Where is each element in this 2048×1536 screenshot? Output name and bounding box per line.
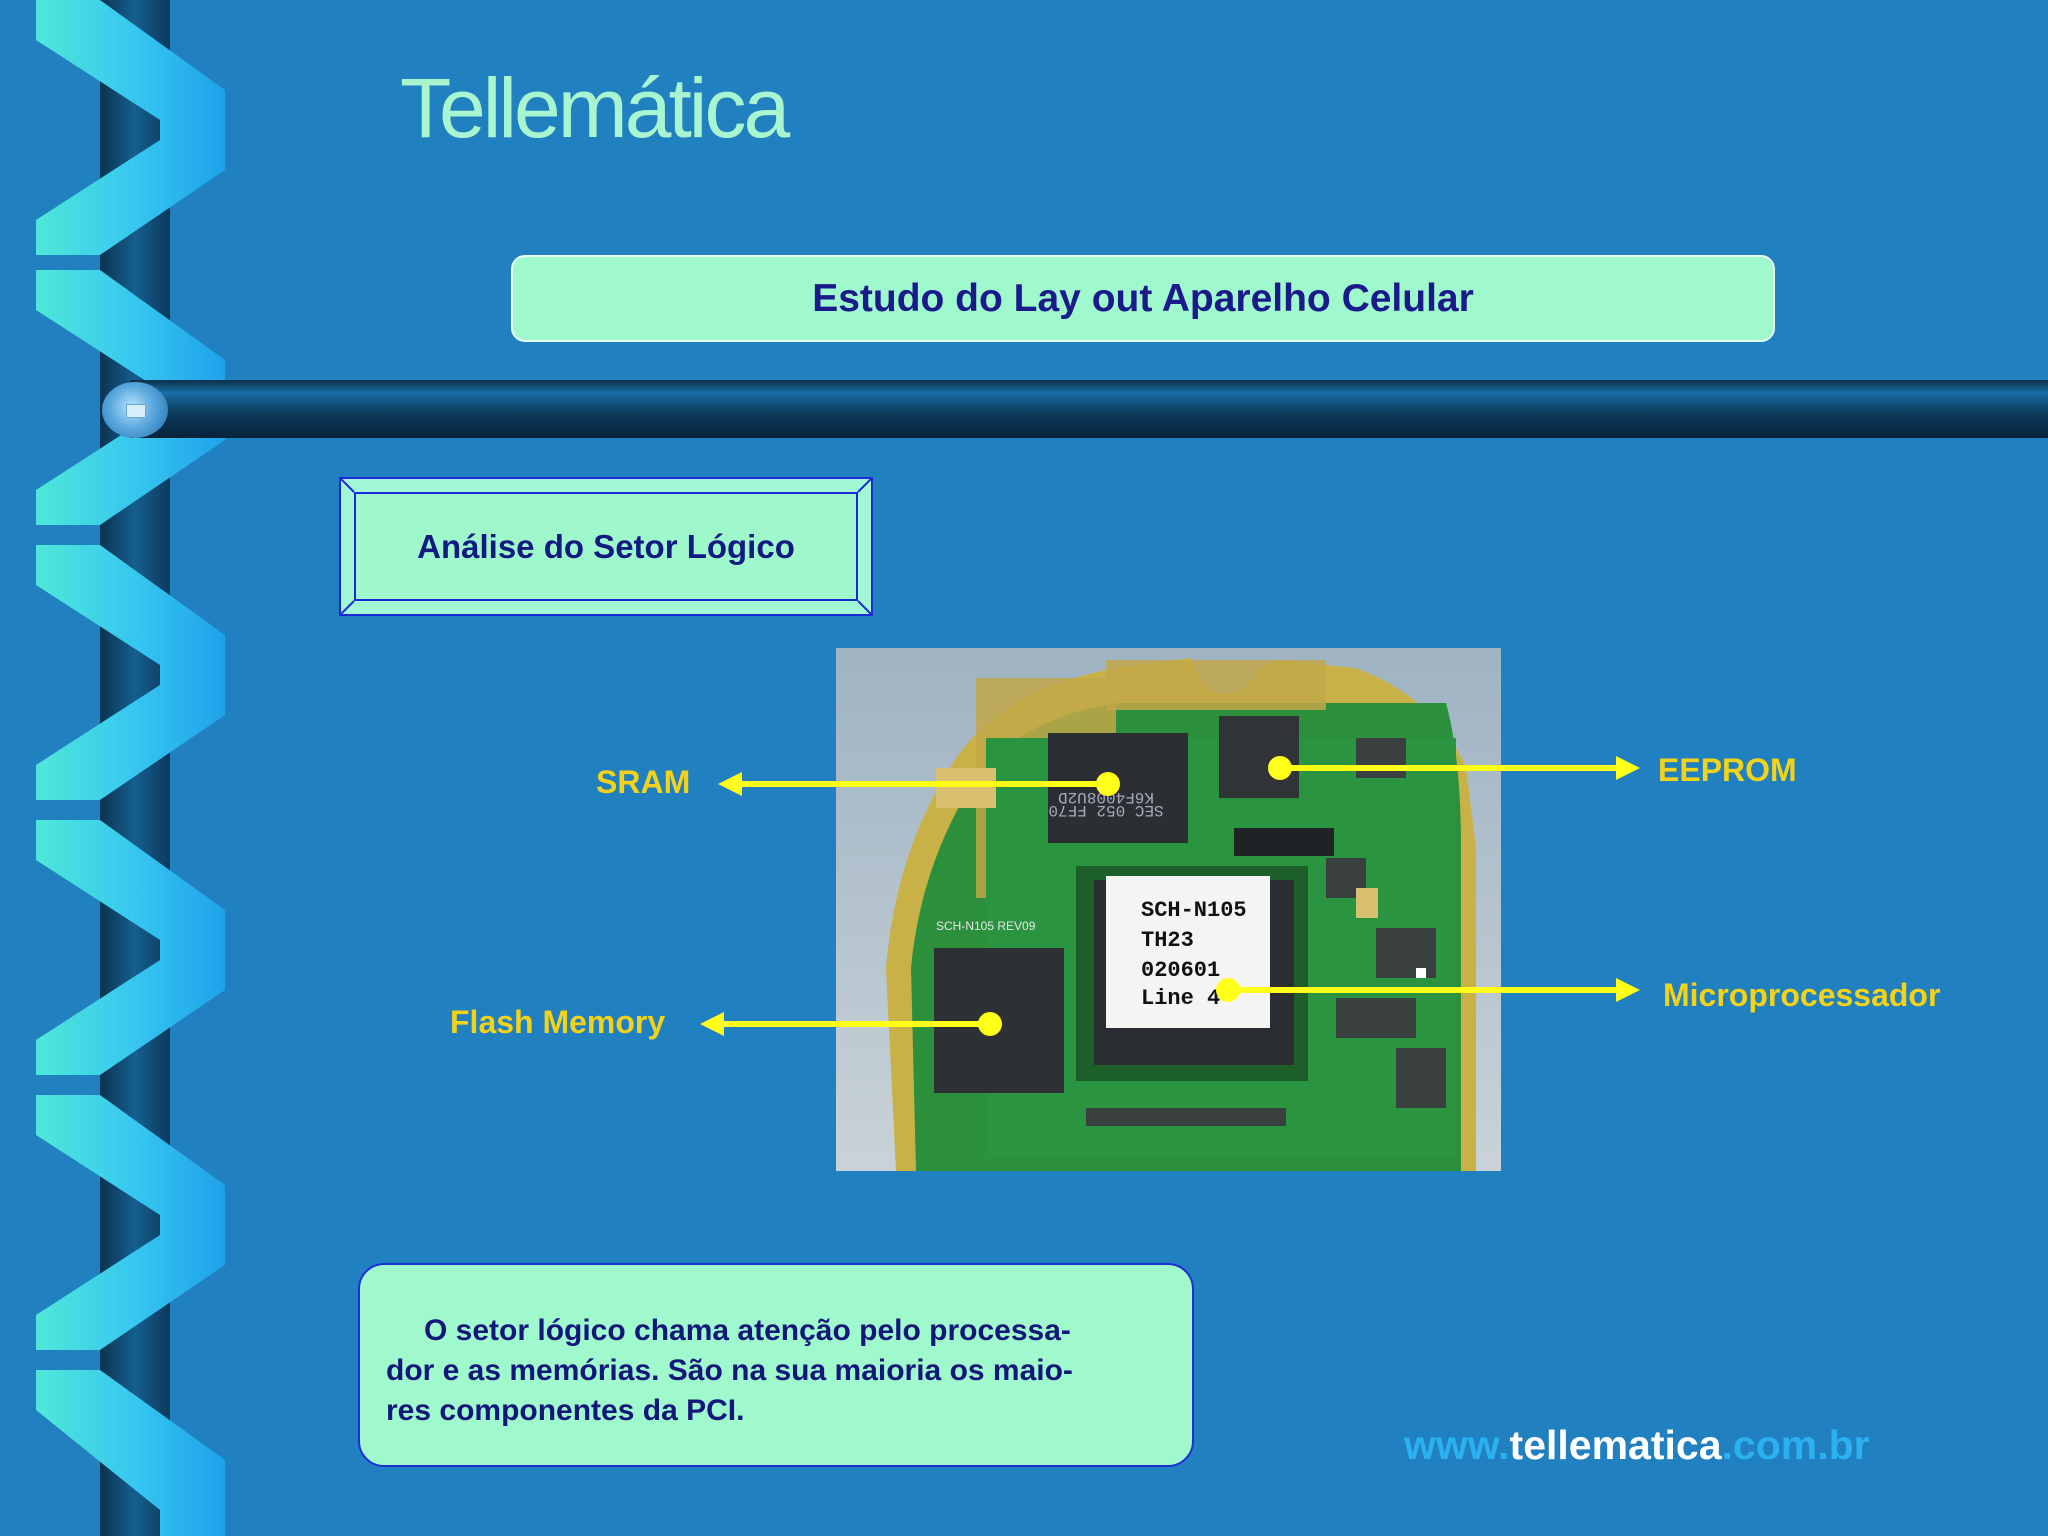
sram-marking: K6F4008U2D SEC 052 FF70 (1048, 788, 1163, 819)
description-line-2: dor e as memórias. São na sua maioria os… (386, 1354, 1073, 1387)
svg-text:SEC 052 FF70: SEC 052 FF70 (1048, 801, 1163, 819)
chip-marking-line-3: 020601 (1141, 958, 1220, 983)
section-box: Análise do Setor Lógico (339, 477, 873, 616)
horizontal-divider-bar (130, 380, 2048, 438)
board-marking: SCH-N105 REV09 (936, 919, 1036, 933)
header-banner: Estudo do Lay out Aparelho Celular (511, 255, 1775, 342)
label-flash-memory: Flash Memory (450, 1004, 666, 1040)
description-line-3: res componentes da PCI. (386, 1394, 745, 1427)
url-suffix: .com.br (1721, 1422, 1870, 1468)
circuit-board-photo: K6F4008U2D SEC 052 FF70 SCH-N105 TH23 02… (836, 648, 1501, 1171)
svg-text:K6F4008U2D: K6F4008U2D (1058, 788, 1154, 806)
chip-marking-line-1: SCH-N105 (1141, 898, 1247, 923)
chip-marking-line-2: TH23 (1141, 928, 1194, 953)
knob-square (126, 404, 146, 418)
decorative-ribbon (36, 0, 225, 1536)
section-title: Análise do Setor Lógico (417, 527, 795, 565)
description-line-1: O setor lógico chama atenção pelo proces… (424, 1314, 1071, 1347)
description-box: O setor lógico chama atenção pelo proces… (358, 1263, 1194, 1467)
label-sram: SRAM (596, 764, 691, 800)
url-prefix: www. (1404, 1422, 1510, 1468)
chip-marking-line-4: Line 4 (1141, 986, 1220, 1011)
url-domain: tellematica (1509, 1422, 1722, 1468)
brand-title: Tellemática (400, 61, 790, 155)
label-eeprom: EEPROM (1658, 752, 1797, 788)
bevel-corners (341, 479, 871, 614)
website-link[interactable]: www.tellematica.com.br (1404, 1422, 1870, 1469)
header-title: Estudo do Lay out Aparelho Celular (812, 276, 1474, 320)
label-microprocessor: Microprocessador (1663, 977, 1941, 1013)
